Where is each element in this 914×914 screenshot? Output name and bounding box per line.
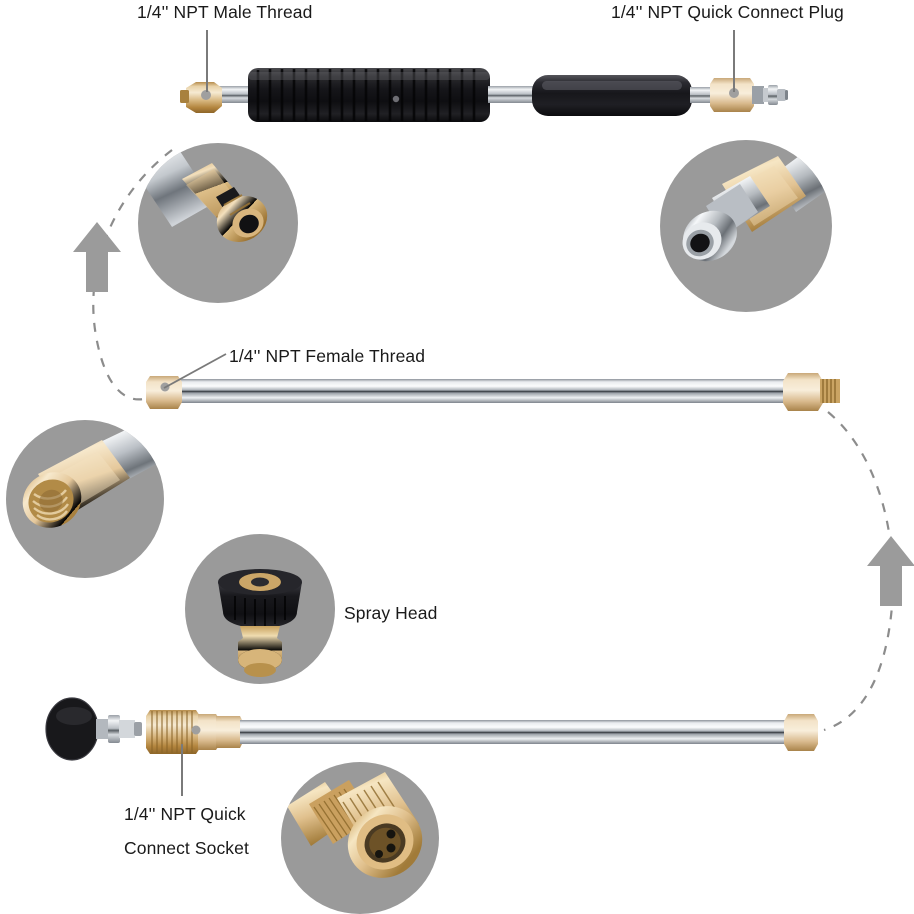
flow-arrow-left [73,222,121,292]
flow-arrow-right [867,536,914,606]
label-quick-connect-socket-line1: 1/4'' NPT Quick [124,804,246,824]
spray-head-wand-assembly [45,697,818,761]
quick-connect-socket-detail-art [287,772,423,878]
leader-quick-connect-socket [181,744,183,796]
female-thread-detail-art [22,424,164,528]
spray-head-detail-art [218,569,302,677]
label-female-thread: 1/4'' NPT Female Thread [229,346,426,366]
dashed-guide-right [823,411,895,732]
quick-connect-socket-detail-circle [281,762,439,914]
label-quick-connect-plug: 1/4'' NPT Quick Connect Plug [611,2,844,22]
male-thread-detail-circle [138,143,298,303]
quick-connect-plug-detail-art [682,148,832,262]
leader-female-thread [163,353,227,389]
label-quick-connect-socket-line2: Connect Socket [124,838,249,858]
leader-male-thread [206,30,208,92]
spray-head-detail-circle [185,534,335,684]
leader-quick-connect-plug [733,30,735,92]
female-thread-detail-circle [6,420,164,578]
male-thread-detail-art [138,143,268,242]
extension-wand [146,373,840,411]
label-male-thread: 1/4'' NPT Male Thread [137,2,313,22]
handle-wand-assembly [180,68,788,122]
quick-connect-plug-detail-circle [660,140,832,312]
label-spray-head: Spray Head [344,603,438,623]
